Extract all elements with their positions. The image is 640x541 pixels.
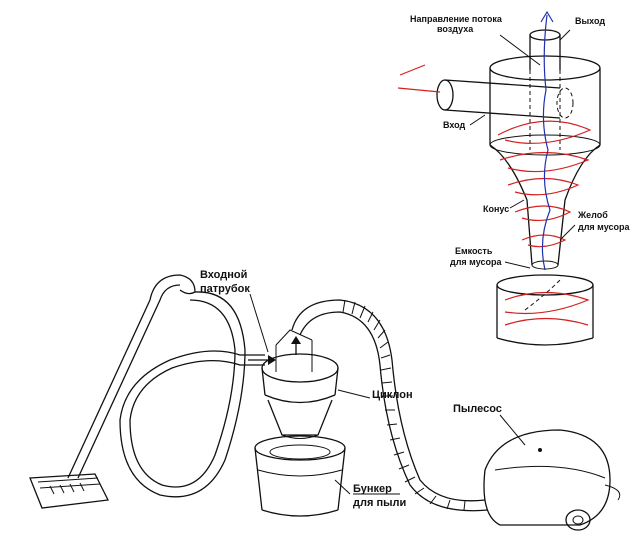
connection-hose [291,299,489,512]
label-outlet: Выход [575,16,605,26]
label-container-line2: для мусора [450,257,503,267]
dust-bunker [254,435,346,517]
hose-handle [149,274,196,301]
cyclone-unit [261,329,339,439]
label-airflow-line1: Направление потока [410,14,503,24]
vacuum-body [483,429,621,531]
label-vacuum: Пылесос [453,403,502,415]
label-inlet: Вход [443,120,466,130]
floor-nozzle [29,473,109,509]
label-bunker-line2: для пыли [353,497,406,509]
label-chute-line2: для мусора [578,222,631,232]
cyclone-labels: Направление потока воздуха Выход Вход Ко… [410,14,631,269]
vacuum-labels: Входной патрубок Циклон Пылесос Бункер д… [200,269,526,509]
cyclone-cone [489,134,601,270]
inlet-pipe [436,79,574,119]
debris-container [496,274,594,346]
label-cone: Конус [483,204,509,214]
wand-tube [67,299,161,479]
suction-hose [119,291,265,498]
label-input-pipe-line2: патрубок [200,283,250,295]
outgoing-airflow-path [540,10,554,271]
label-cyclone: Циклон [372,389,413,401]
cyclone-cutaway [397,10,601,346]
incoming-airflow-spiral [397,64,592,326]
label-airflow-line2: воздуха [437,24,474,34]
label-input-pipe-line1: Входной [200,269,247,281]
label-bunker-line1: Бункер [353,483,392,495]
label-container-line1: Емкость [455,246,493,256]
label-chute-line1: Желоб [577,210,608,220]
inlet-arrow [248,336,301,365]
